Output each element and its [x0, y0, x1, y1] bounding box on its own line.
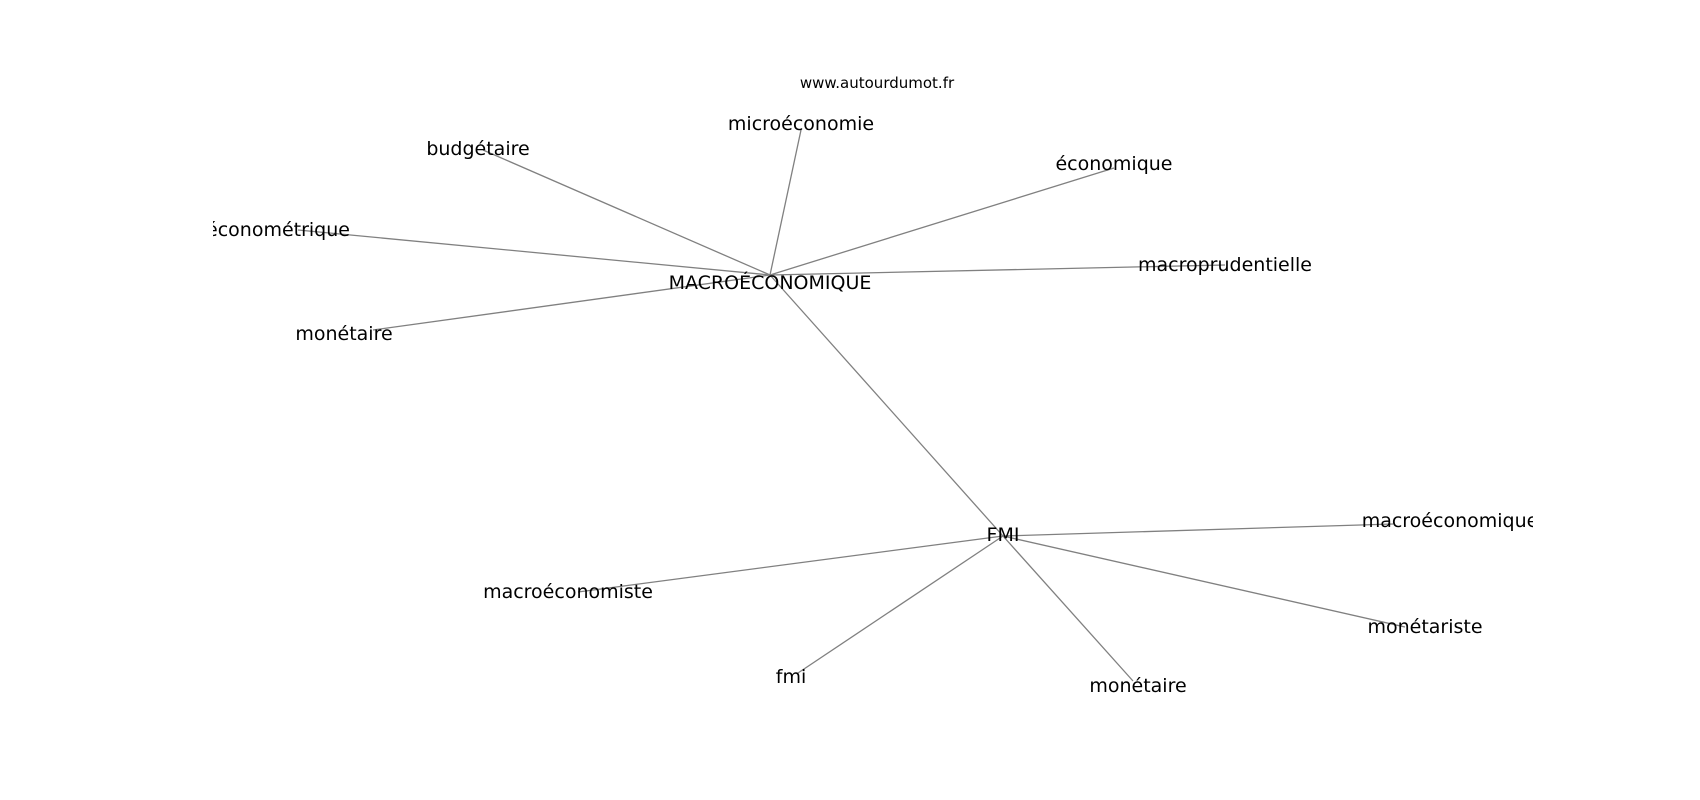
nodes-layer: MACROÉCONOMIQUE microéconomie budgétaire éc… [213, 113, 1533, 697]
node-label-macroecon_r: macroéconomique [1362, 510, 1533, 532]
node-label-econ: économique [1055, 153, 1172, 175]
edge-macro-micro [769, 129, 802, 276]
edge-macro-budg [482, 149, 771, 276]
node-label-macropru: macroprudentielle [1138, 254, 1312, 276]
edges-layer [297, 129, 1406, 682]
node-label-fmi: fmi [776, 666, 806, 688]
network-graph: MACROÉCONOMIQUE microéconomie budgétaire éc… [213, 113, 1533, 697]
edge-macro-econom [297, 229, 771, 276]
edge-fmi_up-macroeconomiste [577, 535, 1004, 593]
edge-fmi_up-mone2 [1002, 535, 1134, 682]
node-label-macroeconomiste: macroéconomiste [483, 581, 653, 603]
node-label-mone1: monétaire [295, 323, 392, 345]
edge-fmi_up-fmi [797, 535, 1004, 674]
node-label-econom: économétrique [213, 219, 350, 241]
edge-fmi_up-monetariste [1002, 535, 1406, 628]
node-label-mone2: monétaire [1089, 675, 1186, 697]
node-label-macro: MACROÉCONOMIQUE [669, 271, 872, 294]
edge-macro-macropru [769, 264, 1226, 276]
edge-macro-fmi_up [769, 274, 1004, 537]
edge-macro-mone1 [372, 274, 771, 331]
network-plot: MACROÉCONOMIQUE microéconomie budgétaire éc… [213, 0, 1533, 800]
edge-fmi_up-macroecon_r [1002, 523, 1394, 537]
node-label-budg: budgétaire [426, 138, 529, 160]
node-label-micro: microéconomie [728, 113, 874, 135]
node-label-monetariste: monétariste [1367, 616, 1482, 638]
node-label-fmi_up: FMI [987, 524, 1020, 546]
watermark: www.autourdumot.fr [799, 74, 955, 92]
edge-macro-econ [769, 167, 1115, 276]
